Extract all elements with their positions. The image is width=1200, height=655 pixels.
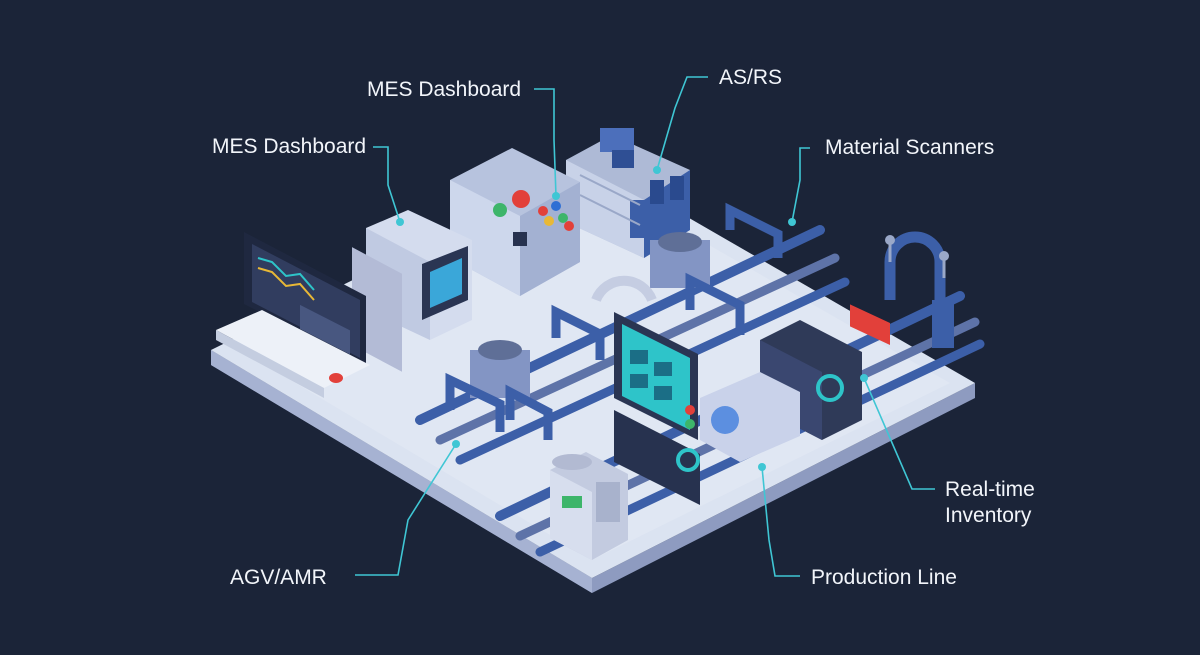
label-realtime-inventory-line2: Inventory [945,504,1032,527]
leader-line-material-scanners [791,147,810,223]
leader-line-asrs [656,76,708,171]
label-mes-dashboard-top: MES Dashboard [367,78,522,101]
label-realtime-inventory-line1: Real-time [945,478,1035,501]
label-production-line: Production Line [811,566,957,589]
robotic-stations [445,202,783,440]
leader-line-realtime-inventory [863,377,935,490]
label-asrs: AS/RS [719,66,783,89]
leader-lines [355,76,935,577]
label-agv-amr: AGV/AMR [230,566,327,589]
agv-amr-robot [550,452,628,560]
production-line-machines [676,231,954,472]
leader-line-mes-top [534,88,557,197]
central-touch-panel [614,312,700,505]
leader-line-production-line [761,466,800,577]
leader-line-agv [355,443,457,576]
mes-dashboard-monitor [216,232,370,398]
leader-line-mes-left [373,146,401,223]
label-material-scanners: Material Scanners [825,136,995,159]
label-mes-dashboard-left: MES Dashboard [212,135,367,158]
